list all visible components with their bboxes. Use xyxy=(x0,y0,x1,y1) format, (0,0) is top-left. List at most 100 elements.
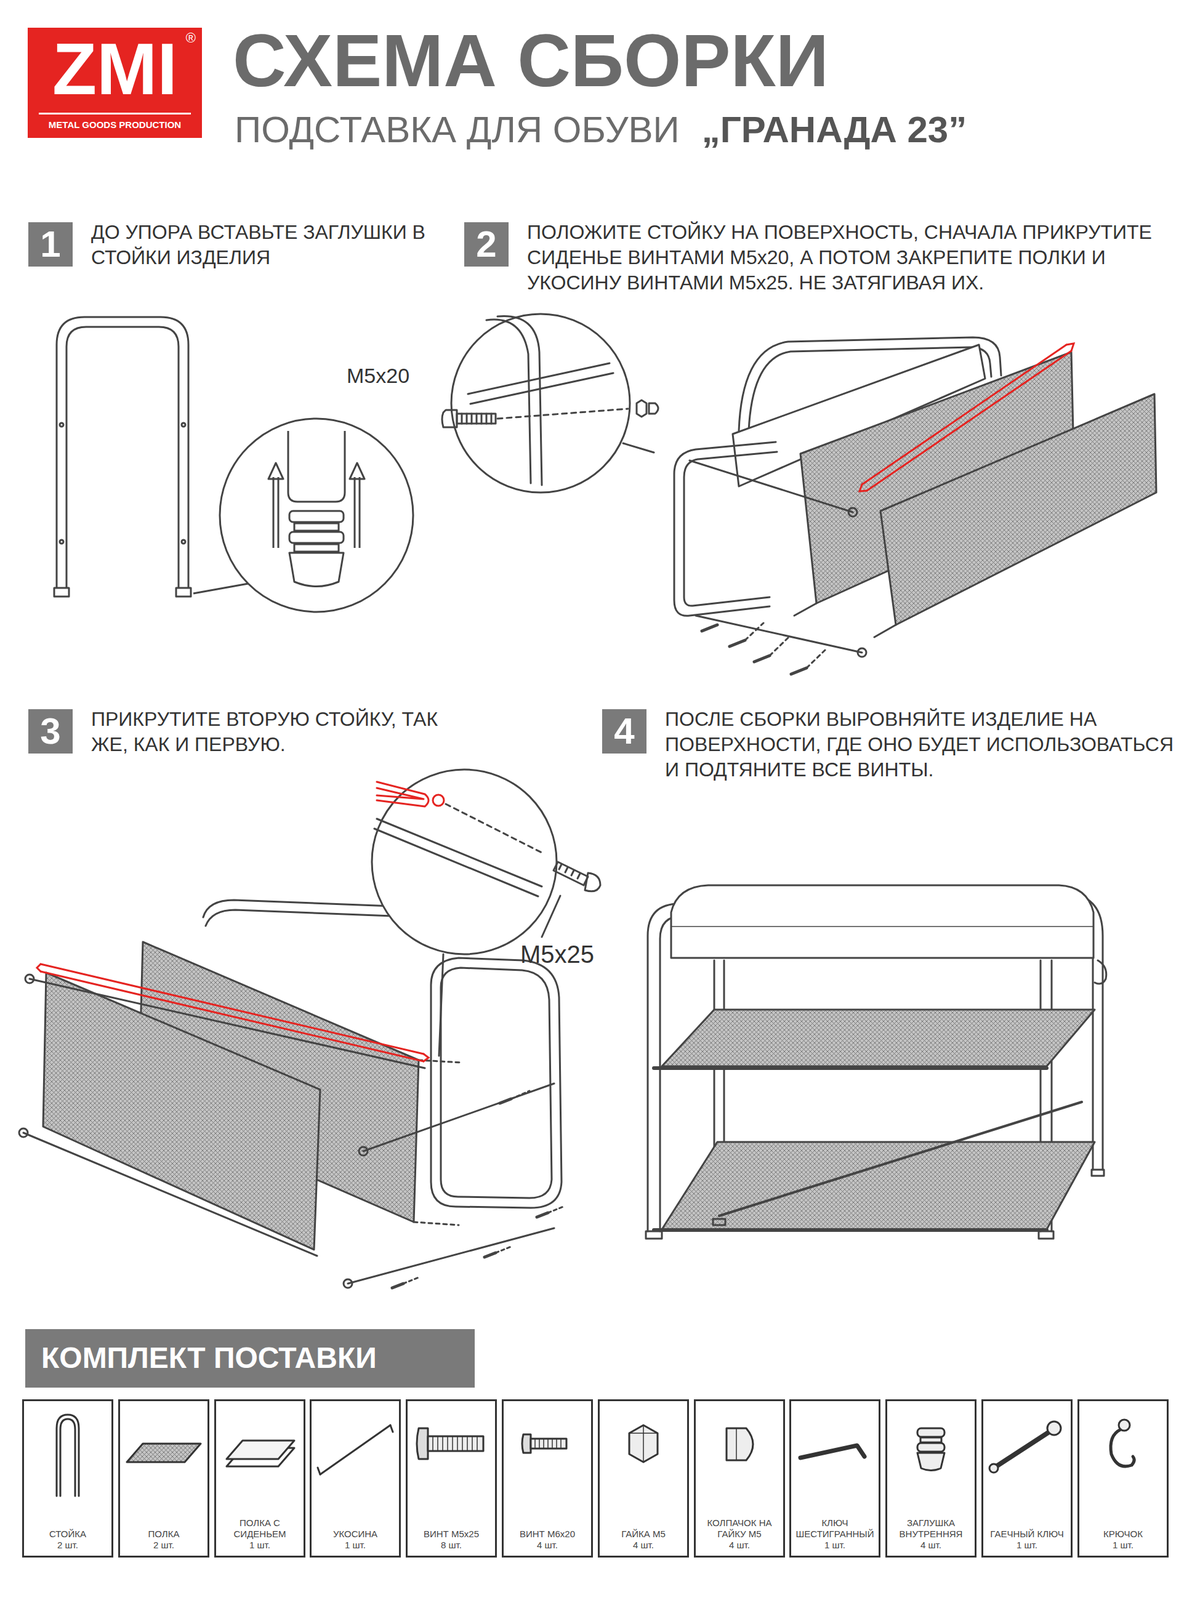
assembled-bench-part xyxy=(645,1231,662,1239)
part-icons-part xyxy=(920,1437,942,1443)
screw-callout: М5х20 xyxy=(346,364,410,388)
part-icons-part xyxy=(800,1445,865,1458)
part-box: КОЛПАЧОК НА ГАЙКУ М54 шт. xyxy=(693,1399,786,1558)
screw-detail-1-part xyxy=(461,413,492,424)
screw-detail-2-part xyxy=(584,873,601,892)
subtitle: ПОДСТАВКА ДЛЯ ОБУВИ xyxy=(234,109,680,151)
part-name: КЛЮЧ ШЕСТИГРАННЫЙ xyxy=(793,1517,877,1540)
logo-tagline: METAL GOODS PRODUCTION xyxy=(27,120,202,130)
part-icons-part xyxy=(432,1436,478,1452)
step3-assembly xyxy=(19,900,564,1289)
part-icons-part xyxy=(917,1443,945,1452)
assembled-bench-part xyxy=(660,916,683,1232)
page-title: СХЕМА СБОРКИ xyxy=(232,19,829,101)
part-icons-part xyxy=(56,1414,79,1497)
part-icons-part xyxy=(126,1443,201,1463)
stand-upright-part xyxy=(66,326,179,588)
screw-detail-2-part xyxy=(541,895,561,938)
screw-detail-2-part xyxy=(376,781,429,807)
logo-mark: ZMI xyxy=(27,32,202,106)
logo-rule xyxy=(38,112,191,115)
part-icons-part xyxy=(726,1428,754,1461)
part-name: ПОЛКА С СИДЕНЬЕМ xyxy=(218,1517,302,1540)
step2-assembly-part xyxy=(794,603,817,616)
step2-assembly-part xyxy=(848,507,858,517)
part-quantity: 4 шт. xyxy=(602,1539,685,1551)
part-quantity: 2 шт. xyxy=(26,1539,109,1551)
part-box: ПОЛКА2 шт. xyxy=(118,1399,210,1558)
stand-upright-part xyxy=(59,539,64,544)
part-icons-part xyxy=(1118,1419,1130,1431)
part-name: ВИНТ М5х25 xyxy=(410,1528,493,1540)
plug-detail-part xyxy=(268,463,284,548)
part-icons-part xyxy=(427,1436,484,1452)
plug-detail-part xyxy=(219,418,414,613)
part-quantity: 8 шт. xyxy=(410,1539,493,1551)
part-icons-part xyxy=(60,1419,76,1497)
step-number-box: 4ПОСЛЕ СБОРКИ ВЫРОВНЯЙТЕ ИЗДЕЛИЕ НА ПОВЕ… xyxy=(602,709,647,754)
step3-assembly-part xyxy=(358,1147,368,1156)
assembled-bench-part xyxy=(1091,1169,1104,1176)
assembled-bench-part xyxy=(671,926,1094,928)
step3-assembly-part xyxy=(347,1228,555,1284)
screw-detail-1-part xyxy=(451,314,630,493)
part-quantity: 4 шт. xyxy=(889,1539,973,1551)
step-number: 2 xyxy=(464,222,509,267)
assembled-bench-part xyxy=(653,1228,1047,1233)
screw-detail-2-part xyxy=(374,818,542,897)
part-box: ВИНТ М5х258 шт. xyxy=(405,1399,497,1558)
plug-detail-part xyxy=(289,552,344,587)
step-number-box: 3ПРИКРУТИТЕ ВТОРУЮ СТОЙКУ, ТАК ЖЕ, КАК И… xyxy=(28,709,73,754)
part-box: ВИНТ М6х204 шт. xyxy=(501,1399,593,1558)
screw-detail-2-part xyxy=(438,954,444,1056)
part-name: ВИНТ М6х20 xyxy=(506,1528,589,1540)
step3-assembly-part xyxy=(440,967,552,1199)
part-icons-part xyxy=(629,1425,658,1463)
part-box: УКОСИНА1 шт. xyxy=(309,1399,401,1558)
screw-detail-2-part xyxy=(376,788,424,800)
step2-assembly-part xyxy=(674,442,776,616)
assembled-bench xyxy=(645,885,1107,1239)
step3-assembly-part xyxy=(343,1279,353,1289)
screw-detail-1-part xyxy=(648,403,659,414)
part-name: ГАЙКА М5 xyxy=(602,1528,685,1540)
step-number-box: 2ПОЛОЖИТЕ СТОЙКУ НА ПОВЕРХНОСТЬ, СНАЧАЛА… xyxy=(464,222,509,267)
plug-detail-part xyxy=(294,523,339,531)
part-name: КОЛПАЧОК НА ГАЙКУ М5 xyxy=(698,1517,781,1540)
screw-detail-1-part xyxy=(623,443,654,453)
part-box: КЛЮЧ ШЕСТИГРАННЫЙ1 шт. xyxy=(789,1399,881,1558)
step-number-box: 1ДО УПОРА ВСТАВЬТЕ ЗАГЛУШКИ В СТОЙКИ ИЗД… xyxy=(28,222,73,267)
brace-red-2-part xyxy=(36,964,429,1062)
brace-red-2 xyxy=(36,964,429,1062)
assembled-bench-part xyxy=(719,1102,1082,1217)
section-band: КОМПЛЕКТ ПОСТАВКИ xyxy=(25,1329,475,1388)
logo-box: ZMI®METAL GOODS PRODUCTION xyxy=(27,27,202,138)
plug-detail-part xyxy=(288,430,345,502)
model-name: „ГРАНАДА 23” xyxy=(701,109,967,151)
part-name: ЗАГЛУШКА ВНУТРЕННЯЯ xyxy=(889,1517,973,1540)
brace-red-part xyxy=(861,344,1067,485)
step-instruction: ПОЛОЖИТЕ СТОЙКУ НА ПОВЕРХНОСТЬ, СНАЧАЛА … xyxy=(527,219,1180,296)
part-icons-part xyxy=(416,1428,428,1460)
part-icons-part xyxy=(735,1428,737,1461)
step-instruction: ПОСЛЕ СБОРКИ ВЫРОВНЯЙТЕ ИЗДЕЛИЕ НА ПОВЕР… xyxy=(664,706,1176,783)
screw-callout: М5х25 xyxy=(520,940,595,968)
stand-upright-part xyxy=(181,539,186,544)
step3-assembly-part xyxy=(403,1091,564,1284)
part-quantity: 4 шт. xyxy=(506,1539,589,1551)
step3-assembly-part xyxy=(430,958,562,1209)
assembled-bench-part xyxy=(1094,960,1107,984)
part-quantity: 1 шт. xyxy=(314,1539,397,1551)
screw-detail-2-part xyxy=(445,804,542,853)
brace-red xyxy=(859,343,1074,492)
step2-assembly-part xyxy=(701,624,807,675)
screw-detail-1-part xyxy=(442,410,457,428)
step3-assembly-part xyxy=(23,1132,318,1257)
step3-assembly-part xyxy=(413,1222,459,1226)
part-icons-part xyxy=(522,1434,531,1454)
part-icons-part xyxy=(629,1425,658,1463)
part-box: ГАЙКА М54 шт. xyxy=(597,1399,689,1558)
step2-assembly-part xyxy=(874,624,896,638)
part-icons-part xyxy=(989,1464,999,1473)
